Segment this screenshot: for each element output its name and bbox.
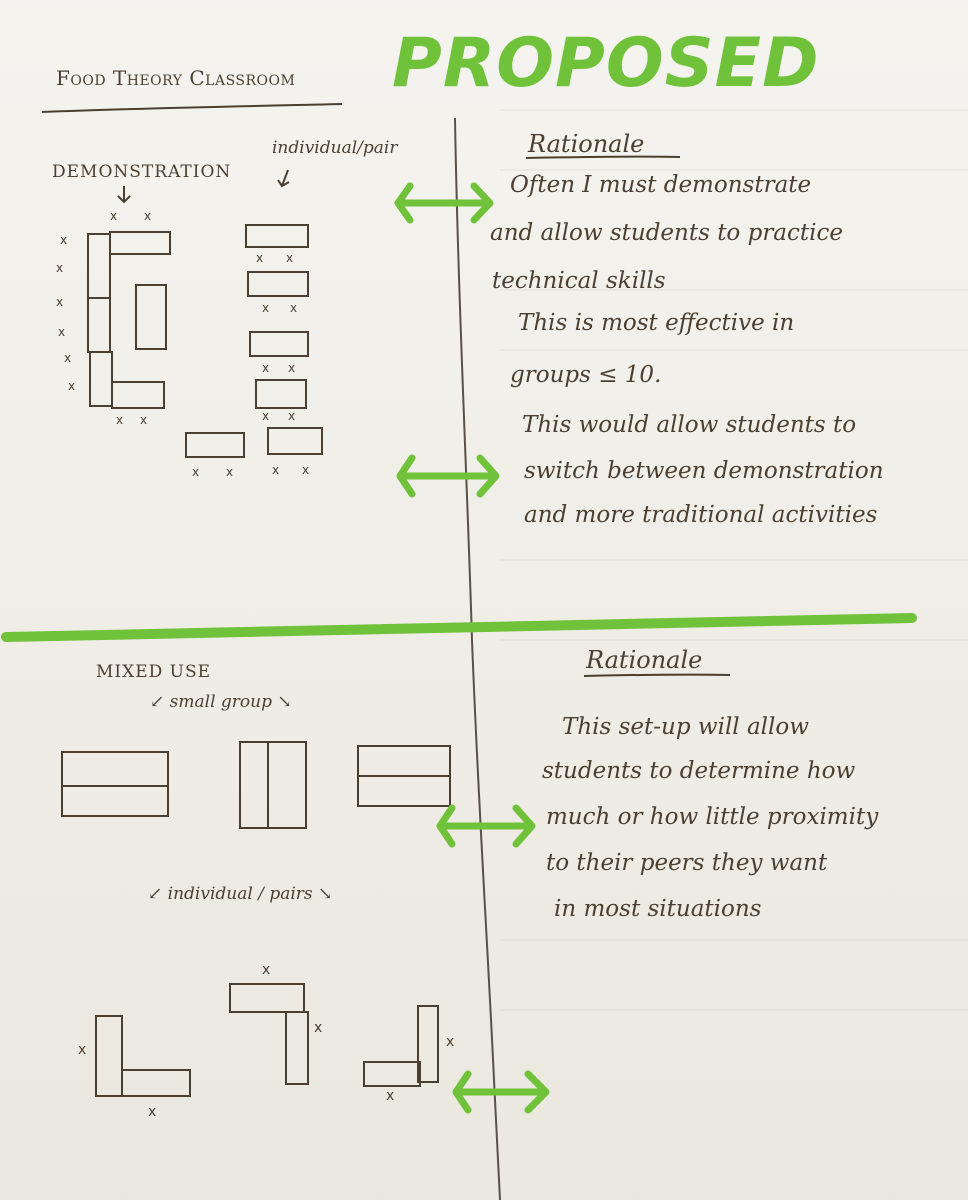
svg-text:x: x <box>56 261 63 275</box>
vertical-divider <box>454 117 501 1200</box>
svg-text:x: x <box>446 1034 454 1050</box>
rationale-heading-1: Rationale <box>528 130 645 158</box>
demonstration-label: DEMONSTRATION <box>52 162 232 182</box>
svg-text:x: x <box>288 409 295 423</box>
svg-text:x: x <box>262 962 270 978</box>
svg-text:x: x <box>288 361 295 375</box>
svg-text:x: x <box>302 463 309 477</box>
svg-text:x: x <box>56 295 63 309</box>
svg-text:x: x <box>262 409 269 423</box>
svg-text:x: x <box>68 379 75 393</box>
individual-pair-layout <box>185 224 323 458</box>
rationale-2-line: This set-up will allow <box>562 714 809 740</box>
rationale-underline-2 <box>583 673 731 677</box>
rationale-2-line: much or how little proximity <box>546 804 879 830</box>
paper-lines <box>500 109 968 1011</box>
down-arrow-icon <box>117 169 290 204</box>
rationale-1-line: Often I must demonstrate <box>510 172 812 198</box>
green-divider <box>1 613 917 642</box>
rationale-1-line: switch between demonstration <box>524 458 884 484</box>
rationale-1-line: groups ≤ 10. <box>510 362 662 388</box>
svg-text:x: x <box>192 465 199 479</box>
proposed-heading: PROPOSED <box>392 24 820 103</box>
individual-pair-label: individual/pair <box>272 138 398 158</box>
svg-text:x: x <box>64 351 71 365</box>
svg-text:x: x <box>286 251 293 265</box>
rationale-1-line: technical skills <box>492 268 666 294</box>
double-arrow-icon <box>394 182 550 1114</box>
individual-pairs-label: ↙ individual / pairs ↘ <box>148 884 333 904</box>
title-underline <box>41 103 343 113</box>
svg-text:x: x <box>140 413 147 427</box>
svg-text:x: x <box>262 301 269 315</box>
svg-text:x: x <box>58 325 65 339</box>
rationale-2-line: students to determine how <box>542 758 856 784</box>
svg-text:x: x <box>148 1104 156 1120</box>
svg-text:x: x <box>78 1042 86 1058</box>
svg-text:x: x <box>386 1088 394 1104</box>
svg-text:x: x <box>314 1020 322 1036</box>
svg-text:x: x <box>110 209 117 223</box>
mixed-use-label: MIXED USE <box>96 662 212 682</box>
svg-text:x: x <box>144 209 151 223</box>
rationale-2-line: to their peers they want <box>546 850 828 876</box>
svg-text:x: x <box>116 413 123 427</box>
rationale-heading-2: Rationale <box>586 646 703 674</box>
individual-pairs-layout <box>95 983 439 1097</box>
svg-text:x: x <box>290 301 297 315</box>
small-group-layout <box>61 741 451 829</box>
svg-text:x: x <box>256 251 263 265</box>
svg-text:x: x <box>262 361 269 375</box>
svg-text:x: x <box>60 233 67 247</box>
page-title: Food Theory Classroom <box>56 66 296 90</box>
rationale-1-line: This would allow students to <box>522 412 857 438</box>
seat-x-mark: x x x x x x x x x x x x <box>192 251 309 479</box>
svg-text:x: x <box>272 463 279 477</box>
rationale-1-line: This is most effective in <box>518 310 795 336</box>
rationale-1-line: and more traditional activities <box>524 502 878 528</box>
rationale-1-line: and allow students to practice <box>490 220 843 246</box>
rationale-underline-1 <box>525 155 681 159</box>
small-group-label: ↙ small group ↘ <box>150 692 292 712</box>
seat-x-mark: x x x x x x <box>78 962 454 1120</box>
demonstration-layout <box>87 231 171 409</box>
svg-text:x: x <box>226 465 233 479</box>
rationale-2-line: in most situations <box>554 896 762 922</box>
